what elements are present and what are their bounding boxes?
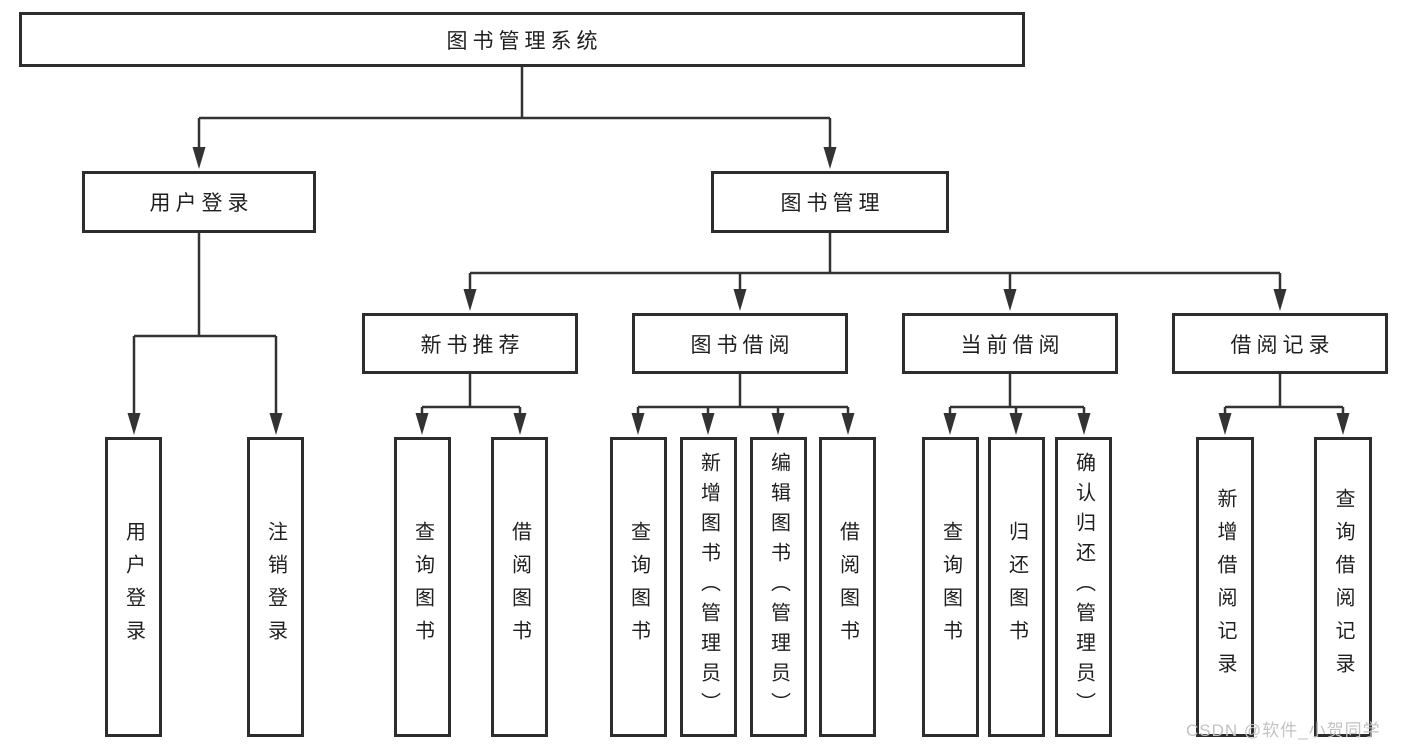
arrowhead [771, 413, 785, 435]
arrowhead [1218, 413, 1232, 435]
node-logout: 注销登录 [247, 437, 304, 737]
node-query-borrow-record: 查询借阅记录 [1314, 437, 1372, 737]
arrowhead [513, 413, 527, 435]
node-query-books-current: 查询图书 [922, 437, 979, 737]
arrowhead [415, 413, 429, 435]
arrowhead [823, 147, 837, 169]
arrowhead [127, 413, 141, 435]
node-user-login-leaf: 用户登录 [105, 437, 162, 737]
arrowhead [733, 289, 747, 311]
node-add-borrow-record: 新增借阅记录 [1196, 437, 1254, 737]
node-query-books-recommend: 查询图书 [394, 437, 451, 737]
watermark-text: CSDN @软件_小贺同学 [1186, 721, 1381, 740]
node-query-books-borrowing: 查询图书 [610, 437, 667, 737]
node-borrow-books-borrowing: 借阅图书 [819, 437, 876, 737]
node-confirm-return-admin: 确认归还（管理员） [1055, 437, 1112, 737]
node-book-management: 图书管理 [711, 171, 949, 233]
node-current-borrowing: 当前借阅 [902, 313, 1118, 374]
arrowhead [943, 413, 957, 435]
node-book-borrowing: 图书借阅 [632, 313, 848, 374]
node-user-login-branch: 用户登录 [82, 171, 316, 233]
arrowhead [1077, 413, 1091, 435]
node-root-system: 图书管理系统 [19, 12, 1025, 67]
arrowhead [1009, 413, 1023, 435]
node-borrow-books-recommend: 借阅图书 [491, 437, 548, 737]
node-return-books: 归还图书 [988, 437, 1045, 737]
arrowhead [1273, 289, 1287, 311]
node-add-books-admin: 新增图书（管理员） [680, 437, 737, 737]
arrowhead [701, 413, 715, 435]
arrowhead [631, 413, 645, 435]
arrowhead [463, 289, 477, 311]
arrowhead [841, 413, 855, 435]
arrowhead [192, 147, 206, 169]
node-edit-books-admin: 编辑图书（管理员） [750, 437, 807, 737]
arrowhead [269, 413, 283, 435]
arrowhead [1003, 289, 1017, 311]
node-borrow-records: 借阅记录 [1172, 313, 1388, 374]
node-new-book-recommend: 新书推荐 [362, 313, 578, 374]
arrowhead [1336, 413, 1350, 435]
